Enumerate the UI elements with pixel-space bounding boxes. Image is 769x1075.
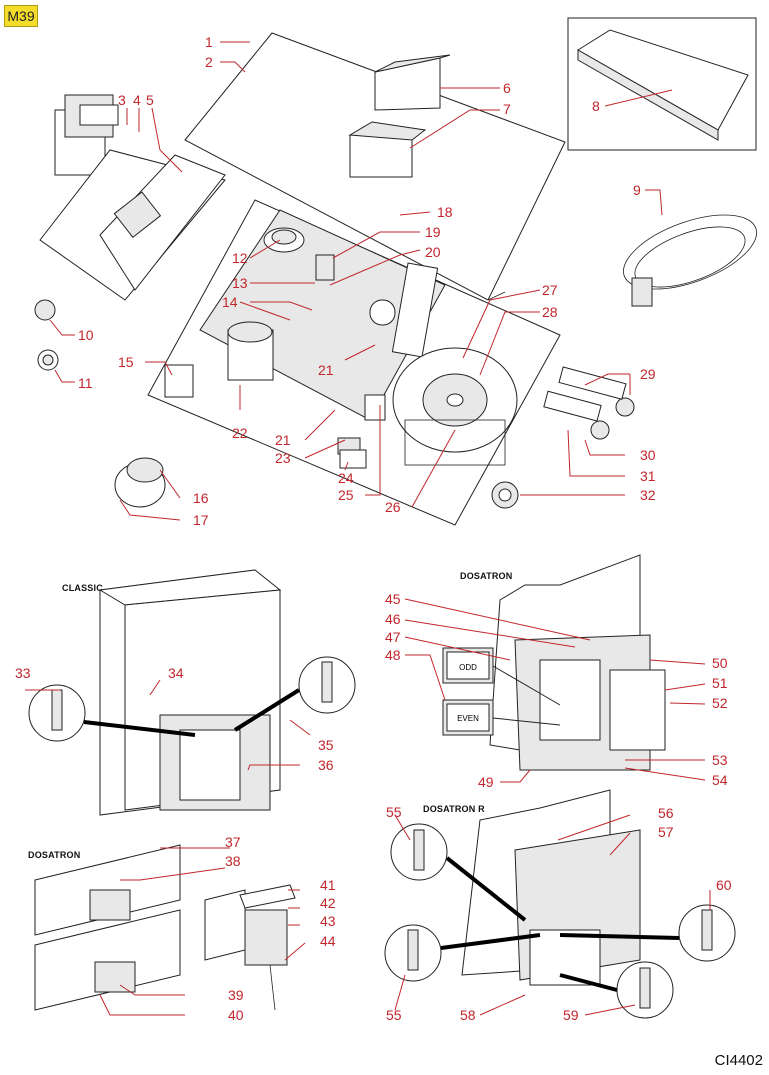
callout-52: 52 — [712, 695, 728, 711]
callout-25: 25 — [338, 487, 354, 503]
callout-41: 41 — [320, 877, 336, 893]
callout-4: 4 — [133, 92, 141, 108]
callout-27: 27 — [542, 282, 558, 298]
callout-29: 29 — [640, 366, 656, 382]
callout-15: 15 — [118, 354, 134, 370]
drawing-reference: CI4402 — [714, 1052, 763, 1069]
callout-numbers: 1 2 3 4 5 6 7 8 9 10 11 12 13 14 15 16 1… — [15, 34, 732, 1023]
callout-38: 38 — [225, 853, 241, 869]
dosatron-r-fuse-detail — [384, 823, 736, 1019]
callout-53: 53 — [712, 752, 728, 768]
callout-50: 50 — [712, 655, 728, 671]
callout-40: 40 — [228, 1007, 244, 1023]
plug-connector — [348, 121, 427, 178]
page-tag: M39 — [4, 5, 38, 27]
callout-35: 35 — [318, 737, 334, 753]
callout-59: 59 — [563, 1007, 579, 1023]
callout-47: 47 — [385, 629, 401, 645]
callout-9: 9 — [633, 182, 641, 198]
section-label-dosatron-bottom: DOSATRON — [28, 850, 81, 860]
callout-28: 28 — [542, 304, 558, 320]
even-module — [442, 699, 494, 736]
terminal-board — [99, 154, 226, 291]
odd-module — [442, 647, 494, 684]
callout-44: 44 — [320, 933, 336, 949]
indicator-lamps — [543, 366, 635, 440]
callout-22: 22 — [232, 425, 248, 441]
transformer — [392, 347, 518, 466]
callout-60: 60 — [716, 877, 732, 893]
callout-42: 42 — [320, 895, 336, 911]
callout-51: 51 — [712, 675, 728, 691]
callout-17: 17 — [193, 512, 209, 528]
callout-37: 37 — [225, 834, 241, 850]
callout-56: 56 — [658, 805, 674, 821]
callout-30: 30 — [640, 447, 656, 463]
section-label-dosatron-r: DOSATRON R — [423, 804, 485, 814]
callout-31: 31 — [640, 468, 656, 484]
callout-16: 16 — [193, 490, 209, 506]
callout-21b: 21 — [275, 432, 291, 448]
dosatron-r-housing — [461, 789, 641, 986]
dosatron-plates — [34, 844, 181, 1011]
callout-43: 43 — [320, 913, 336, 929]
callout-21a: 21 — [318, 362, 334, 378]
dosatron-housing — [489, 554, 666, 771]
odd-label: ODD — [459, 663, 477, 672]
callout-13: 13 — [232, 275, 248, 291]
callout-11: 11 — [78, 375, 93, 391]
knob — [114, 457, 166, 508]
callout-20: 20 — [425, 244, 441, 260]
callout-36: 36 — [318, 757, 334, 773]
callout-3: 3 — [118, 92, 126, 108]
even-label: EVEN — [457, 714, 479, 723]
callout-49: 49 — [478, 774, 494, 790]
dosatron-board — [204, 884, 296, 1011]
callout-55a: 55 — [386, 804, 402, 820]
callout-57: 57 — [658, 824, 674, 840]
section-label-dosatron-top: DOSATRON — [460, 571, 513, 581]
inset-box — [567, 17, 757, 151]
callout-46: 46 — [385, 611, 401, 627]
callout-8: 8 — [592, 98, 600, 114]
shield-cap — [374, 54, 451, 111]
callout-33: 33 — [15, 665, 31, 681]
callout-18: 18 — [437, 204, 453, 220]
relay-block — [54, 94, 119, 176]
leader-lines — [25, 41, 711, 1016]
callout-58: 58 — [460, 1007, 476, 1023]
callout-26: 26 — [385, 499, 401, 515]
callout-24: 24 — [338, 470, 354, 486]
callout-45: 45 — [385, 591, 401, 607]
callout-19: 19 — [425, 224, 441, 240]
pressure-switch — [263, 227, 305, 253]
callout-10: 10 — [78, 327, 94, 343]
callout-23: 23 — [275, 450, 291, 466]
small-parts — [34, 254, 396, 469]
callout-54: 54 — [712, 772, 728, 788]
callout-48: 48 — [385, 647, 401, 663]
classic-housing — [98, 569, 282, 816]
callout-55b: 55 — [386, 1007, 402, 1023]
callout-6: 6 — [503, 80, 511, 96]
callout-2: 2 — [205, 54, 213, 70]
callout-7: 7 — [503, 101, 511, 117]
section-label-classic: CLASSIC — [62, 583, 103, 593]
callout-1: 1 — [205, 34, 213, 50]
callout-14: 14 — [222, 294, 238, 310]
callout-39: 39 — [228, 987, 244, 1003]
callout-32: 32 — [640, 487, 656, 503]
callout-5: 5 — [146, 92, 154, 108]
callout-12: 12 — [232, 250, 248, 266]
rotary-switch — [227, 321, 274, 381]
cable-coil — [623, 214, 757, 307]
grommet — [491, 481, 519, 509]
callout-34: 34 — [168, 665, 184, 681]
